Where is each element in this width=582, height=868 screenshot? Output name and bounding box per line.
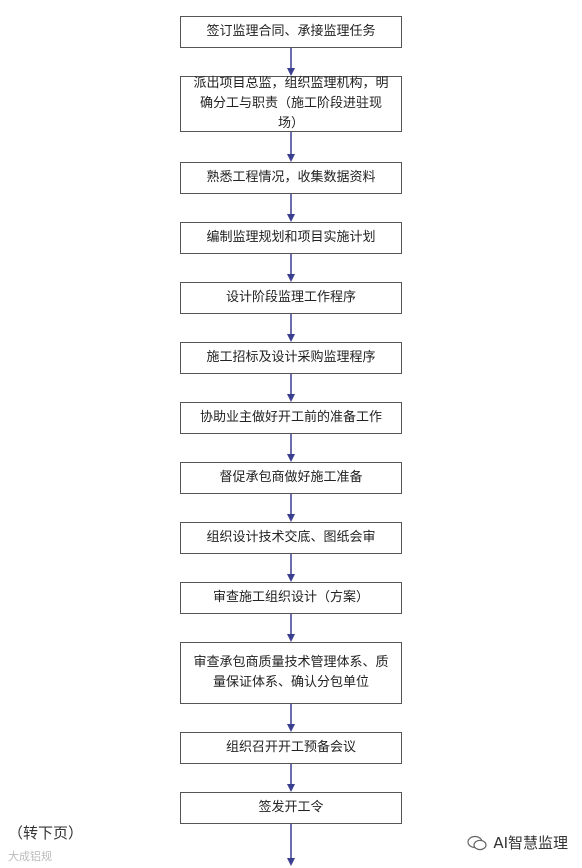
step-pre-start-meeting: 组织召开开工预备会议 [180,732,402,764]
step-assist-owner: 协助业主做好开工前的准备工作 [180,402,402,434]
step-label: 组织召开开工预备会议 [225,740,356,755]
step-label: 组织设计技术交底、图纸会审 [206,530,376,545]
step-label: 编制监理规划和项目实施计划 [206,230,376,245]
step-prepare-plan: 编制监理规划和项目实施计划 [180,222,402,254]
step-label: 签订监理合同、承接监理任务 [206,24,376,39]
continue-note: （转下页） [8,824,84,842]
step-label: 督促承包商做好施工准备 [219,470,363,485]
wechat-icon [467,835,487,850]
step-urge-contractor: 督促承包商做好施工准备 [180,462,402,494]
step-label: 审查承包商质量技术管理体系、质量保证体系、确认分包单位 [193,655,389,690]
step-label: 审查施工组织设计（方案） [212,590,369,605]
step-review-construction-design: 审查施工组织设计（方案） [180,582,402,614]
step-familiarize-project: 熟悉工程情况，收集数据资料 [180,162,402,194]
step-design-stage: 设计阶段监理工作程序 [180,282,402,314]
step-label: 施工招标及设计采购监理程序 [206,350,376,365]
step-bidding-procurement: 施工招标及设计采购监理程序 [180,342,402,374]
watermark: 大成铝规 [8,850,52,863]
step-label: 协助业主做好开工前的准备工作 [199,410,382,425]
step-design-review: 组织设计技术交底、图纸会审 [180,522,402,554]
step-label: 熟悉工程情况，收集数据资料 [206,170,376,185]
step-dispatch-director: 派出项目总监，组织监理机构，明确分工与职责（施工阶段进驻现场） [180,76,402,132]
step-issue-start-order: 签发开工令 [180,792,402,824]
brand-text: AI智慧监理 [493,834,568,852]
step-sign-contract: 签订监理合同、承接监理任务 [180,16,402,48]
step-label: 签发开工令 [258,800,324,815]
brand-label: AI智慧监理 [467,832,568,853]
step-label: 设计阶段监理工作程序 [225,290,356,305]
step-label: 派出项目总监，组织监理机构，明确分工与职责（施工阶段进驻现场） [193,76,389,131]
step-review-quality-system: 审查承包商质量技术管理体系、质量保证体系、确认分包单位 [180,642,402,704]
